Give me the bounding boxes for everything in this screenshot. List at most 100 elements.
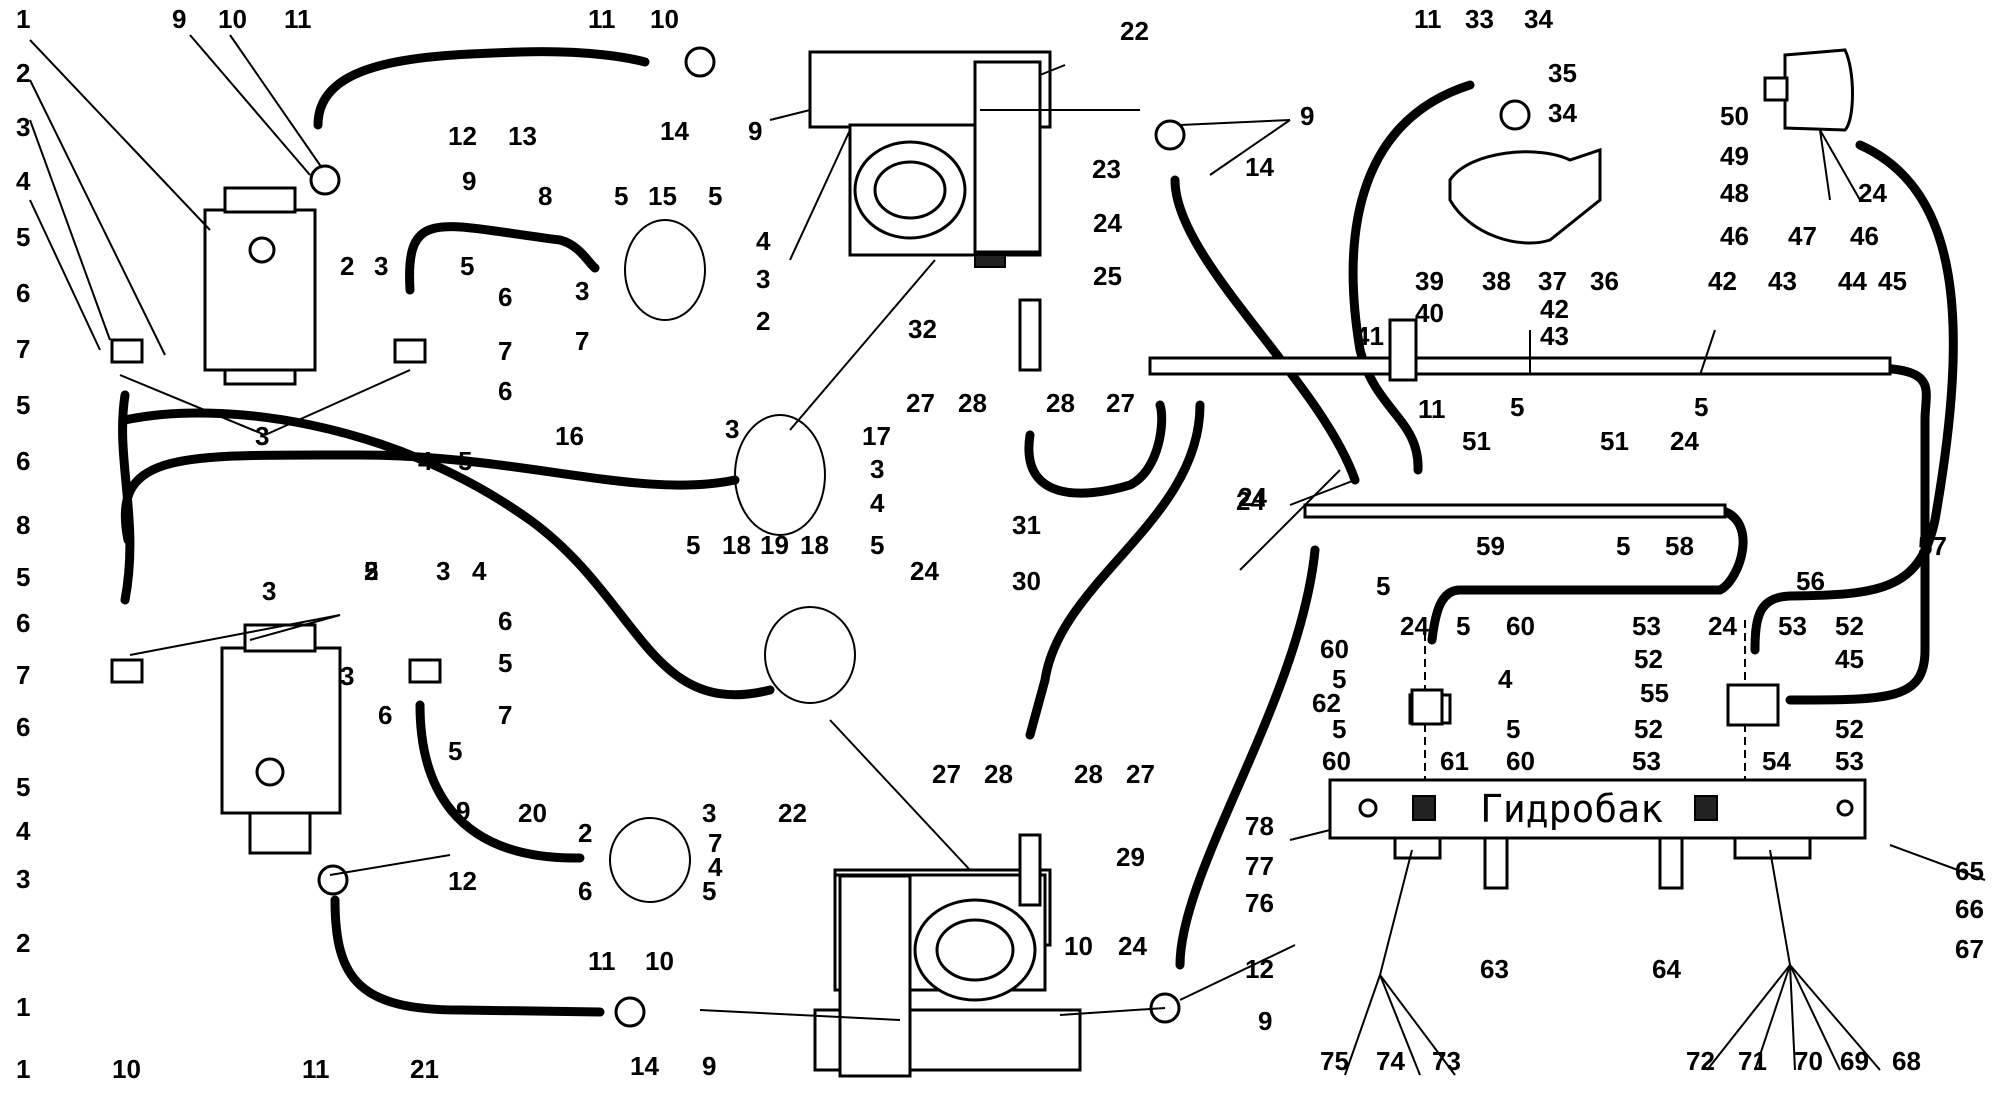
callout: 27 (906, 388, 935, 418)
callout: 35 (1548, 58, 1577, 88)
callout: 9 (702, 1051, 716, 1081)
callout: 68 (1892, 1046, 1921, 1076)
hose-lower-24 (1175, 545, 1320, 970)
callout: 58 (1665, 531, 1694, 561)
callout: 2 (16, 928, 30, 958)
hose-13 (313, 47, 650, 130)
callout: 11 (588, 4, 616, 34)
callout: 53 (1778, 611, 1807, 641)
hose-21 (330, 895, 605, 1017)
callout: 10 (112, 1054, 141, 1084)
callout: 5 (614, 181, 628, 211)
callout: 4 (418, 446, 433, 476)
callout: 47 (1788, 221, 1817, 251)
callout: 7 (498, 336, 512, 366)
callout: 51 (1600, 426, 1629, 456)
hydraulic-tank: Гидробак (1328, 778, 1867, 890)
callout: 11 (1414, 4, 1442, 34)
callout: 5 (16, 390, 30, 420)
hose-31 (1024, 400, 1167, 498)
callout: 4 (708, 852, 723, 882)
callout: 3 (16, 112, 30, 142)
callout: 15 (648, 181, 677, 211)
callout: 6 (16, 446, 30, 476)
callout: 7 (498, 700, 512, 730)
callout: 9 (1300, 101, 1314, 131)
callout: 5 (870, 530, 884, 560)
callout: 9 (172, 4, 186, 34)
pump-22-upper (808, 50, 1052, 268)
callout: 5 (1332, 664, 1346, 694)
callout: 2 (364, 556, 378, 586)
tank-label: Гидробак (1480, 787, 1663, 831)
callout: 54 (1762, 746, 1791, 776)
callout: 73 (1432, 1046, 1461, 1076)
callout: 3 (870, 454, 884, 484)
callout-labels: 1 2 3 4 5 6 7 5 6 8 5 6 7 6 5 4 3 2 1 1 … (16, 4, 1984, 1084)
callout: 37 (1538, 266, 1567, 296)
callout: 46 (1720, 221, 1749, 251)
callout: 6 (16, 278, 30, 308)
callout: 78 (1245, 811, 1274, 841)
callout: 76 (1245, 888, 1274, 918)
callout: 24 (1708, 611, 1737, 641)
callout: 3 (436, 556, 450, 586)
callout: 28 (958, 388, 987, 418)
callout: 49 (1720, 141, 1749, 171)
callout: 5 (1616, 531, 1630, 561)
callout: 13 (508, 121, 537, 151)
hose-56 (1750, 140, 1958, 655)
callout: 3 (340, 661, 354, 691)
callout: 42 (1708, 266, 1737, 296)
callout: 6 (498, 282, 512, 312)
callout: 7 (708, 828, 722, 858)
callout: 22 (778, 798, 807, 828)
callout: 2 (16, 58, 30, 88)
callout: 5 (364, 556, 378, 586)
callout: 11 (1418, 394, 1446, 424)
callout: 4 (1498, 664, 1513, 694)
callout: 23 (1092, 154, 1121, 184)
filter-50 (1763, 48, 1854, 132)
callout: 60 (1506, 611, 1535, 641)
manifolds (1148, 318, 1892, 519)
hose-20 (415, 700, 585, 863)
callout: 3 (702, 798, 716, 828)
callout: 31 (1012, 510, 1041, 540)
callout: 5 (458, 446, 472, 476)
callout: 70 (1794, 1046, 1823, 1076)
callout: 10 (218, 4, 247, 34)
callout: 43 (1540, 321, 1569, 351)
callout: 77 (1245, 851, 1274, 881)
callout: 56 (1796, 566, 1825, 596)
callout: 2 (340, 251, 354, 281)
callout: 5 (1510, 392, 1524, 422)
callout: 24 (1670, 426, 1699, 456)
hoses (118, 47, 1958, 1017)
callout: 24 (1400, 611, 1429, 641)
callout: 52 (1634, 644, 1663, 674)
callout: 69 (1840, 1046, 1869, 1076)
callout: 16 (555, 421, 584, 451)
callout: 14 (630, 1051, 659, 1081)
callout: 28 (984, 759, 1013, 789)
callout: 5 (16, 772, 30, 802)
callout: 44 (1838, 266, 1867, 296)
callout: 5 (1506, 714, 1520, 744)
callout: 48 (1720, 178, 1749, 208)
callout: 46 (1850, 221, 1879, 251)
callout: 32 (908, 314, 937, 344)
callout: 24 (910, 556, 939, 586)
callout: 72 (1686, 1046, 1715, 1076)
callout: 17 (862, 421, 891, 451)
callout: 6 (16, 712, 30, 742)
callout: 28 (1046, 388, 1075, 418)
callout: 10 (1064, 931, 1093, 961)
callout: 75 (1320, 1046, 1349, 1076)
callout: 6 (498, 376, 512, 406)
callout: 5 (498, 648, 512, 678)
hose-58 (1427, 505, 1748, 645)
callout: 22 (1120, 16, 1149, 46)
callout: 25 (1093, 261, 1122, 291)
callout: 9 (456, 796, 470, 826)
